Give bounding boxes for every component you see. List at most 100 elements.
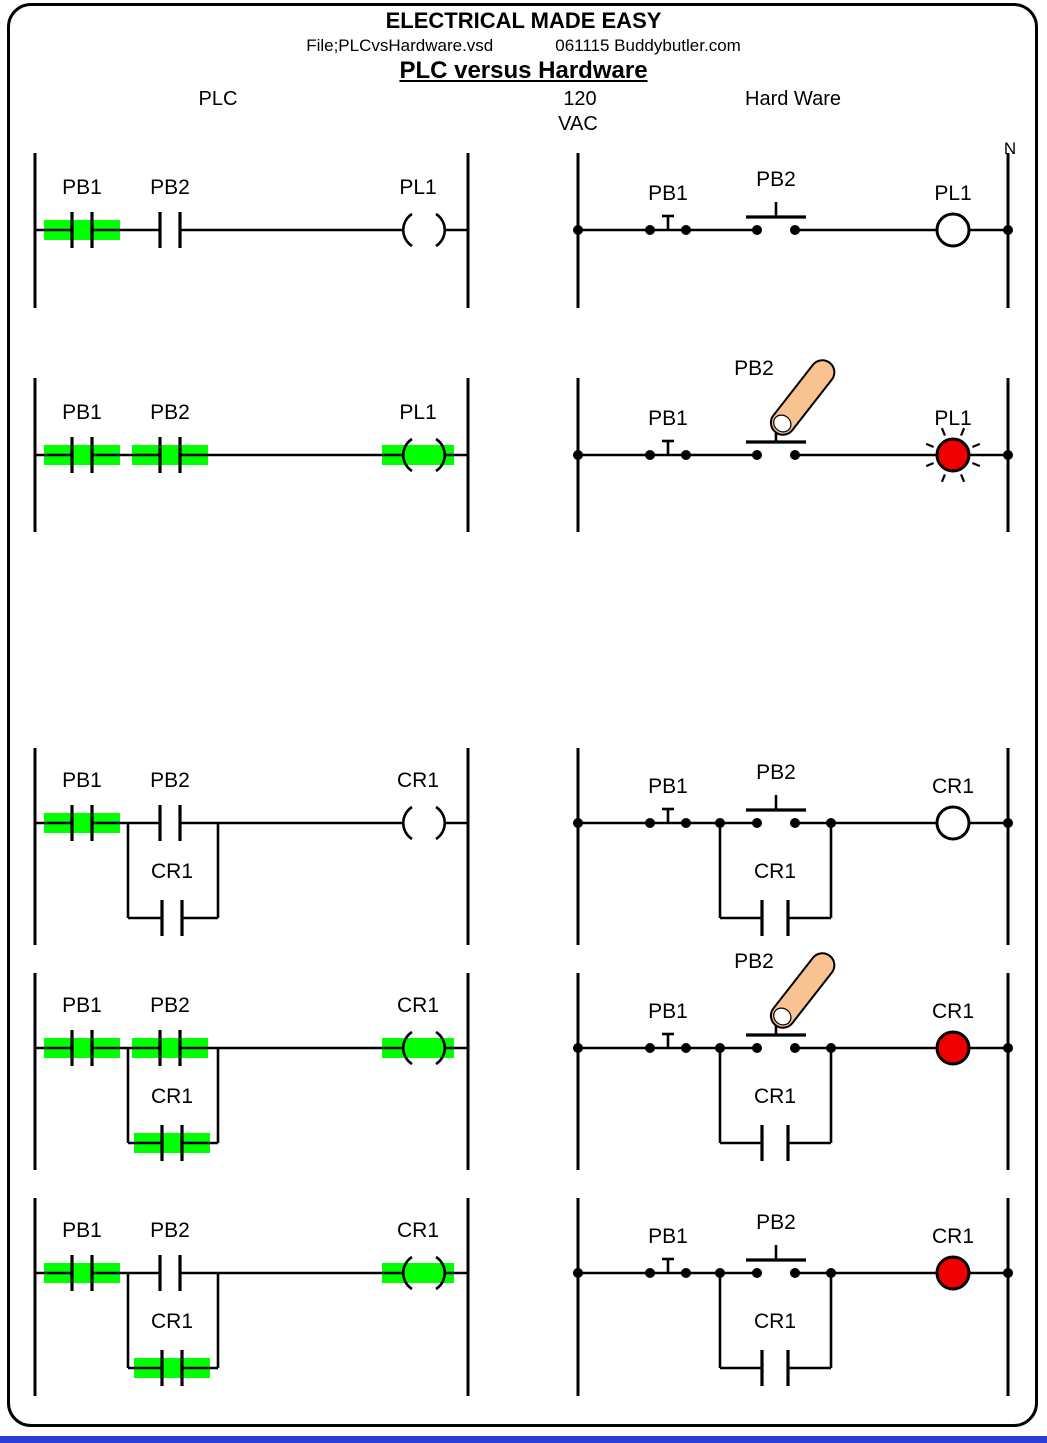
plc-coil-label: CR1 bbox=[397, 769, 439, 792]
plc-contact-label: PB1 bbox=[62, 994, 102, 1017]
plc-contact-label: PB2 bbox=[150, 176, 190, 199]
glow-ray bbox=[925, 462, 935, 468]
hw-branch-contact-label: CR1 bbox=[754, 1310, 796, 1333]
plc-contact-label: PB1 bbox=[62, 176, 102, 199]
junction-dot bbox=[645, 225, 655, 235]
finger-body bbox=[769, 359, 836, 436]
hw-branch-contact-label: CR1 bbox=[754, 860, 796, 883]
hw-branch-contact-label: CR1 bbox=[754, 1085, 796, 1108]
hw-pb2-label: PB2 bbox=[734, 950, 774, 973]
power-flow-highlight bbox=[382, 1263, 454, 1283]
hw-pb1-label: PB1 bbox=[648, 182, 688, 205]
power-flow-highlight bbox=[382, 1038, 454, 1058]
junction-dot bbox=[573, 818, 583, 828]
junction-dot bbox=[752, 1268, 762, 1278]
junction-dot bbox=[1003, 1043, 1013, 1053]
glow-ray bbox=[971, 442, 981, 448]
hw-load-CR1-on bbox=[935, 1255, 971, 1291]
neutral-label: N bbox=[1003, 139, 1017, 158]
junction-dot bbox=[645, 450, 655, 460]
plc-coil-label: PL1 bbox=[399, 401, 436, 424]
plc-coil-CR1-left-paren bbox=[402, 1255, 413, 1291]
finger-nail bbox=[773, 1007, 792, 1026]
glow-ray bbox=[940, 473, 946, 483]
file-name-text: File;PLCvsHardware.vsd bbox=[306, 36, 494, 55]
junction-dot bbox=[645, 1043, 655, 1053]
plc-contact-label: PB2 bbox=[150, 1219, 190, 1242]
plc-branch-contact-label: CR1 bbox=[151, 860, 193, 883]
hw-pb1-label: PB1 bbox=[648, 407, 688, 430]
plc-coil-CR1-left-paren bbox=[402, 1030, 413, 1066]
glow-ray bbox=[925, 442, 935, 448]
plc-contact-label: PB1 bbox=[62, 769, 102, 792]
hw-load-PL1-on bbox=[935, 437, 971, 473]
junction-dot bbox=[752, 1043, 762, 1053]
hw-pb2-label: PB2 bbox=[756, 1211, 796, 1234]
junction-dot bbox=[790, 1268, 800, 1278]
plc-contact-label: PB1 bbox=[62, 401, 102, 424]
junction-dot bbox=[681, 818, 691, 828]
glow-ray bbox=[971, 462, 981, 468]
power-flow-highlight bbox=[44, 220, 120, 240]
power-flow-highlight bbox=[134, 1358, 210, 1378]
junction-dot bbox=[573, 450, 583, 460]
plc-coil-CR1-right-paren bbox=[435, 805, 446, 841]
hw-load-CR1-off bbox=[935, 805, 971, 841]
plc-coil-PL1-right-paren bbox=[435, 437, 446, 473]
power-flow-highlight bbox=[44, 1038, 120, 1058]
finger-pressing-icon bbox=[769, 359, 836, 436]
junction-dot bbox=[681, 1043, 691, 1053]
hw-load-label: PL1 bbox=[934, 407, 971, 430]
junction-dot bbox=[645, 818, 655, 828]
junction-dot bbox=[681, 225, 691, 235]
hw-pb1-label: PB1 bbox=[648, 775, 688, 798]
junction-dot bbox=[573, 225, 583, 235]
plc-contact-label: PB2 bbox=[150, 401, 190, 424]
junction-dot bbox=[573, 1268, 583, 1278]
junction-dot bbox=[681, 1268, 691, 1278]
power-flow-highlight bbox=[132, 1038, 208, 1058]
junction-dot bbox=[790, 1043, 800, 1053]
power-flow-highlight bbox=[44, 1263, 120, 1283]
page-subtitle: PLC versus Hardware bbox=[399, 57, 648, 84]
hardware-column-label: Hard Ware bbox=[745, 88, 841, 110]
glow-ray bbox=[960, 427, 966, 437]
page-title: ELECTRICAL MADE EASY bbox=[385, 8, 662, 33]
plc-coil-label: PL1 bbox=[399, 176, 436, 199]
junction-dot bbox=[752, 225, 762, 235]
junction-dot bbox=[1003, 1268, 1013, 1278]
junction-dot bbox=[790, 450, 800, 460]
junction-dot bbox=[645, 1268, 655, 1278]
plc-coil-PL1-left-paren bbox=[402, 437, 413, 473]
junction-dot bbox=[1003, 818, 1013, 828]
file-info-line: File;PLCvsHardware.vsd 061115 Buddybutle… bbox=[0, 36, 1047, 56]
glow-ray bbox=[940, 427, 946, 437]
plc-column-label: PLC bbox=[198, 88, 238, 110]
junction-dot bbox=[1003, 450, 1013, 460]
plc-contact-label: PB2 bbox=[150, 769, 190, 792]
plc-coil-label: CR1 bbox=[397, 1219, 439, 1242]
power-flow-highlight bbox=[44, 813, 120, 833]
junction-dot bbox=[752, 450, 762, 460]
plc-coil-CR1-right-paren bbox=[435, 1255, 446, 1291]
hw-pb2-label: PB2 bbox=[734, 357, 774, 380]
junction-dot bbox=[573, 1043, 583, 1053]
voltage-120-label: 120 bbox=[563, 88, 597, 110]
plc-coil-PL1-right-paren bbox=[435, 212, 446, 248]
voltage-vac-label: VAC bbox=[558, 113, 598, 135]
plc-coil-CR1-left-paren bbox=[402, 805, 413, 841]
power-flow-highlight bbox=[134, 1133, 210, 1153]
junction-dot bbox=[681, 450, 691, 460]
plc-branch-contact-label: CR1 bbox=[151, 1310, 193, 1333]
hw-load-CR1-on bbox=[935, 1030, 971, 1066]
hw-load-label: CR1 bbox=[932, 775, 974, 798]
power-flow-highlight bbox=[132, 445, 208, 465]
finger-nail bbox=[773, 414, 792, 433]
junction-dot bbox=[1003, 225, 1013, 235]
plc-coil-PL1-left-paren bbox=[402, 212, 413, 248]
finger-pressing-icon bbox=[769, 952, 836, 1029]
